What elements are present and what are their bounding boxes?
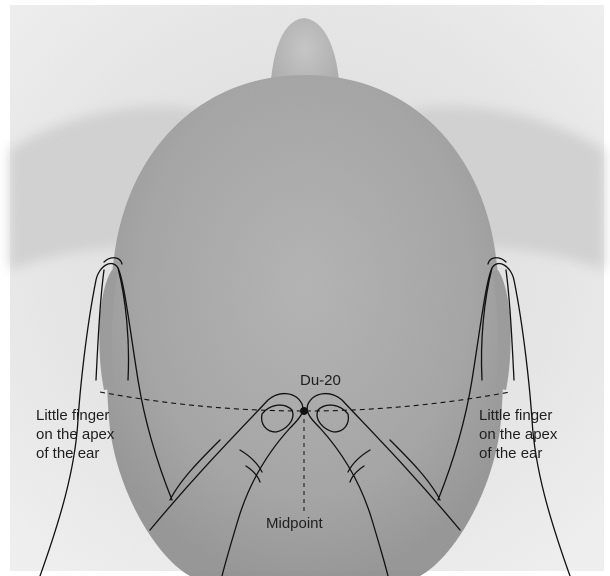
right-finger-label: Little finger on the apex of the ear bbox=[479, 406, 557, 463]
du20-label: Du-20 bbox=[300, 371, 341, 390]
left-finger-label: Little finger on the apex of the ear bbox=[36, 406, 114, 463]
du20-point-marker bbox=[300, 407, 308, 415]
midpoint-label: Midpoint bbox=[266, 514, 323, 533]
